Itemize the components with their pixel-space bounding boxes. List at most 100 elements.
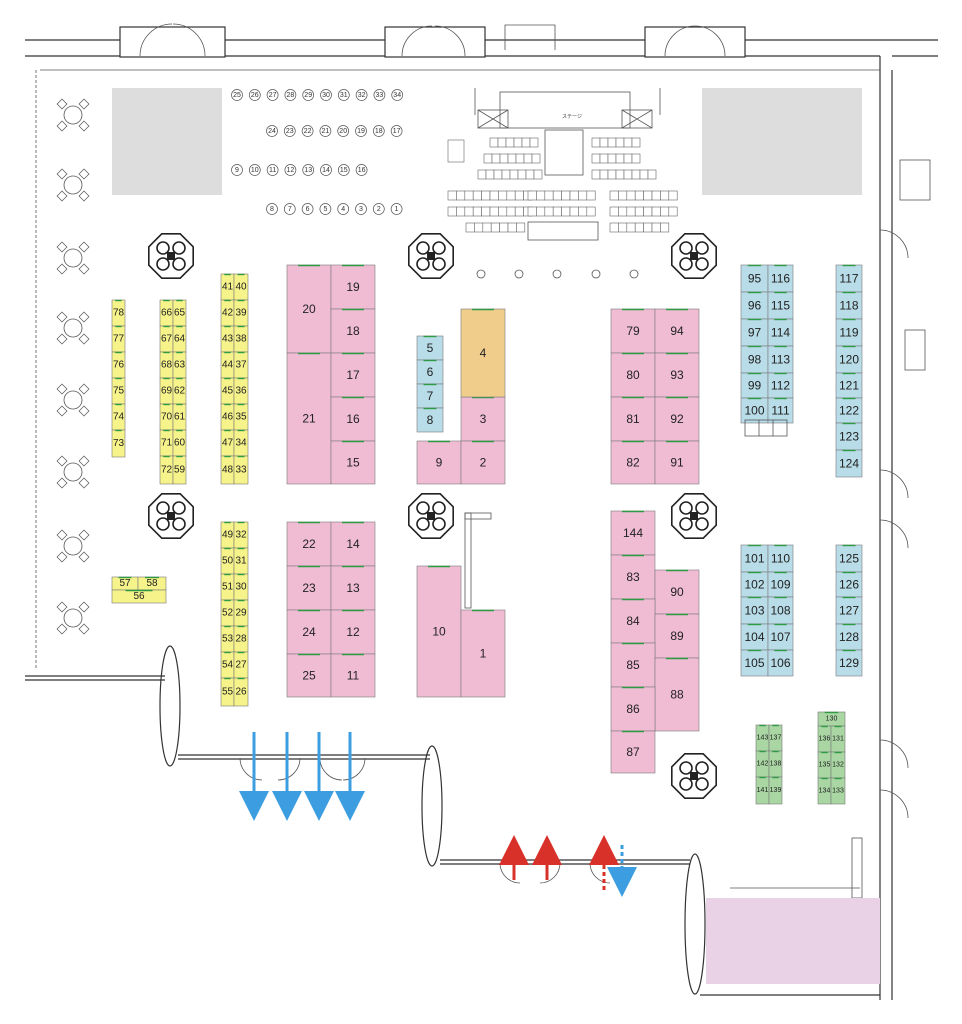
- booth-56[interactable]: 56: [111, 589, 167, 604]
- booth-106[interactable]: 106: [767, 649, 794, 677]
- booth-58[interactable]: 58: [137, 576, 167, 591]
- booth-34[interactable]: 34: [233, 429, 249, 457]
- booth-80[interactable]: 80: [610, 352, 656, 398]
- booth-1[interactable]: 1: [460, 609, 506, 698]
- booth-64[interactable]: 64: [172, 325, 187, 353]
- booth-63[interactable]: 63: [172, 351, 187, 379]
- booth-75[interactable]: 75: [111, 377, 126, 405]
- booth-49[interactable]: 49: [220, 521, 235, 549]
- booth-118[interactable]: 118: [835, 291, 863, 320]
- booth-110[interactable]: 110: [767, 544, 794, 573]
- booth-8[interactable]: 8: [416, 407, 444, 433]
- booth-66[interactable]: 66: [159, 299, 174, 327]
- booth-84[interactable]: 84: [610, 598, 656, 644]
- booth-136[interactable]: 136: [817, 725, 832, 753]
- booth-14[interactable]: 14: [330, 521, 376, 567]
- booth-21[interactable]: 21: [286, 352, 332, 485]
- booth-54[interactable]: 54: [220, 651, 235, 679]
- booth-129[interactable]: 129: [835, 649, 863, 677]
- booth-45[interactable]: 45: [220, 377, 235, 405]
- booth-67[interactable]: 67: [159, 325, 174, 353]
- booth-113[interactable]: 113: [767, 345, 794, 374]
- booth-55[interactable]: 55: [220, 677, 235, 707]
- booth-51[interactable]: 51: [220, 573, 235, 601]
- booth-17[interactable]: 17: [330, 352, 376, 398]
- booth-144[interactable]: 144: [610, 510, 656, 556]
- booth-76[interactable]: 76: [111, 351, 126, 379]
- booth-125[interactable]: 125: [835, 544, 863, 573]
- booth-50[interactable]: 50: [220, 547, 235, 575]
- booth-73[interactable]: 73: [111, 429, 126, 458]
- booth-124[interactable]: 124: [835, 449, 863, 478]
- booth-85[interactable]: 85: [610, 642, 656, 688]
- booth-12[interactable]: 12: [330, 609, 376, 655]
- booth-128[interactable]: 128: [835, 623, 863, 651]
- booth-116[interactable]: 116: [767, 264, 794, 293]
- booth-86[interactable]: 86: [610, 686, 656, 732]
- booth-44[interactable]: 44: [220, 351, 235, 379]
- booth-133[interactable]: 133: [830, 777, 846, 805]
- booth-35[interactable]: 35: [233, 403, 249, 431]
- booth-53[interactable]: 53: [220, 625, 235, 653]
- booth-16[interactable]: 16: [330, 396, 376, 442]
- booth-109[interactable]: 109: [767, 571, 794, 598]
- booth-46[interactable]: 46: [220, 403, 235, 431]
- booth-130[interactable]: 130: [817, 711, 846, 727]
- booth-93[interactable]: 93: [654, 352, 700, 398]
- booth-22[interactable]: 22: [286, 521, 332, 567]
- booth-120[interactable]: 120: [835, 345, 863, 374]
- booth-143[interactable]: 143: [755, 724, 770, 752]
- booth-111[interactable]: 111: [767, 397, 794, 424]
- booth-74[interactable]: 74: [111, 403, 126, 431]
- booth-69[interactable]: 69: [159, 377, 174, 405]
- booth-29[interactable]: 29: [233, 599, 249, 627]
- booth-132[interactable]: 132: [830, 751, 846, 779]
- booth-9[interactable]: 9: [416, 440, 462, 485]
- booth-131[interactable]: 131: [830, 725, 846, 753]
- booth-4[interactable]: 4: [460, 308, 506, 398]
- booth-139[interactable]: 139: [768, 776, 783, 805]
- booth-25[interactable]: 25: [286, 653, 332, 698]
- booth-117[interactable]: 117: [835, 264, 863, 293]
- booth-48[interactable]: 48: [220, 455, 235, 485]
- booth-41[interactable]: 41: [220, 273, 235, 301]
- booth-90[interactable]: 90: [654, 569, 700, 615]
- booth-37[interactable]: 37: [233, 351, 249, 379]
- booth-78[interactable]: 78: [111, 299, 126, 327]
- booth-105[interactable]: 105: [740, 649, 769, 677]
- booth-40[interactable]: 40: [233, 273, 249, 301]
- booth-61[interactable]: 61: [172, 403, 187, 431]
- booth-122[interactable]: 122: [835, 397, 863, 424]
- booth-3[interactable]: 3: [460, 396, 506, 442]
- booth-101[interactable]: 101: [740, 544, 769, 573]
- booth-52[interactable]: 52: [220, 599, 235, 627]
- booth-59[interactable]: 59: [172, 455, 187, 485]
- booth-88[interactable]: 88: [654, 657, 700, 732]
- booth-60[interactable]: 60: [172, 429, 187, 457]
- booth-98[interactable]: 98: [740, 345, 769, 374]
- booth-82[interactable]: 82: [610, 440, 656, 485]
- booth-94[interactable]: 94: [654, 308, 700, 354]
- booth-137[interactable]: 137: [768, 724, 783, 752]
- booth-121[interactable]: 121: [835, 372, 863, 399]
- booth-2[interactable]: 2: [460, 440, 506, 485]
- booth-43[interactable]: 43: [220, 325, 235, 353]
- booth-36[interactable]: 36: [233, 377, 249, 405]
- booth-126[interactable]: 126: [835, 571, 863, 598]
- booth-108[interactable]: 108: [767, 596, 794, 625]
- booth-71[interactable]: 71: [159, 429, 174, 457]
- booth-127[interactable]: 127: [835, 596, 863, 625]
- booth-32[interactable]: 32: [233, 521, 249, 549]
- booth-92[interactable]: 92: [654, 396, 700, 442]
- booth-89[interactable]: 89: [654, 613, 700, 659]
- booth-62[interactable]: 62: [172, 377, 187, 405]
- booth-138[interactable]: 138: [768, 750, 783, 778]
- booth-79[interactable]: 79: [610, 308, 656, 354]
- booth-7[interactable]: 7: [416, 383, 444, 409]
- booth-123[interactable]: 123: [835, 422, 863, 451]
- booth-142[interactable]: 142: [755, 750, 770, 778]
- booth-13[interactable]: 13: [330, 565, 376, 611]
- booth-114[interactable]: 114: [767, 318, 794, 347]
- booth-96[interactable]: 96: [740, 291, 769, 320]
- booth-70[interactable]: 70: [159, 403, 174, 431]
